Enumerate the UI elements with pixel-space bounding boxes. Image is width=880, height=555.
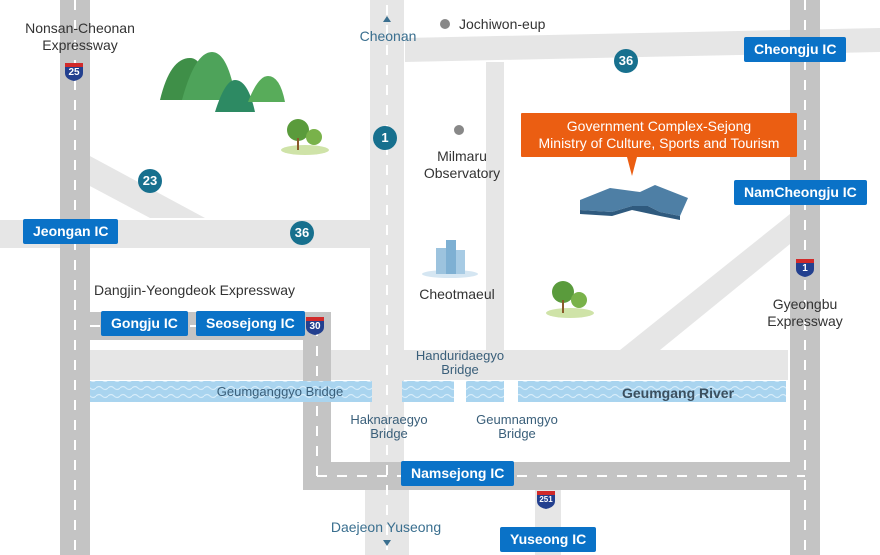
- place-label-cheonan: Cheonan: [359, 28, 417, 44]
- place-label-cheotmaeul: Cheotmaeul: [419, 286, 495, 302]
- tree-icon: [281, 119, 329, 155]
- place-label-jochiwon: Jochiwon-eup: [459, 16, 546, 32]
- ic-label-seosejong: Seosejong IC: [196, 311, 305, 336]
- place-label-milmaru: Milmaru Observatory: [423, 148, 501, 181]
- ic-label-gongju: Gongju IC: [101, 311, 188, 336]
- route-marker-36: 36: [290, 221, 314, 245]
- bridge-label-geumnamgyo: Geumnamgyo Bridge: [476, 412, 558, 441]
- expressway-shield-icon: 25: [64, 62, 84, 82]
- expressway-label-dangjin: Dangjin-Yeongdeok Expressway: [94, 282, 296, 298]
- callout-pointer: [627, 157, 637, 176]
- expressway-number: 25: [68, 67, 80, 78]
- river-label: Geumgang River: [622, 385, 735, 401]
- ic-label-namsejong: Namsejong IC: [401, 461, 515, 486]
- mountains-icon: [160, 52, 285, 112]
- route-marker-23: 23: [138, 169, 162, 193]
- expressway-number: 1: [802, 263, 808, 274]
- arrow-down-icon: [383, 540, 391, 546]
- ic-label-cheongju: Cheongju IC: [744, 37, 847, 62]
- destination-callout: Government Complex-Sejong Ministry of Cu…: [521, 113, 797, 157]
- arrow-up-icon: [383, 16, 391, 22]
- ic-label-yuseong: Yuseong IC: [500, 527, 597, 552]
- geumgang-river: [90, 381, 786, 402]
- expressway-shield-icon: 30: [305, 316, 325, 336]
- tree-icon: [546, 281, 594, 318]
- location-dot-icon: [454, 125, 464, 135]
- expressway-label-nonsan: Nonsan-Cheonan Expressway: [25, 20, 135, 53]
- destination-name: Government Complex-Sejong: [566, 118, 752, 134]
- expressway-label-gyeongbu: Gyeongbu Expressway: [767, 296, 843, 329]
- route-marker-1: 1: [373, 126, 397, 150]
- ic-label-namcheongju: NamCheongju IC: [734, 180, 867, 205]
- expressway-shield-icon: 1: [795, 258, 815, 278]
- bridge-label-haknaraegyo: Haknaraegyo Bridge: [350, 412, 428, 441]
- destination-ministry: Ministry of Culture, Sports and Tourism: [538, 135, 780, 151]
- expressway-number: 30: [309, 321, 321, 332]
- location-dot-icon: [440, 19, 450, 29]
- place-label-daejeon: Daejeon Yuseong: [330, 519, 442, 535]
- bridge-label-handuridaegyo: Handuridaegyo Bridge: [415, 348, 505, 377]
- route-marker-36: 36: [614, 49, 638, 73]
- government-complex-icon: [580, 185, 688, 220]
- building-icon: [422, 240, 478, 278]
- expressway-number: 251: [539, 495, 553, 504]
- bridge-label-geumganggyo: Geumganggyo Bridge: [216, 384, 344, 399]
- ic-label-jeongan: Jeongan IC: [23, 219, 119, 244]
- expressway-shield-icon: 251: [536, 490, 556, 510]
